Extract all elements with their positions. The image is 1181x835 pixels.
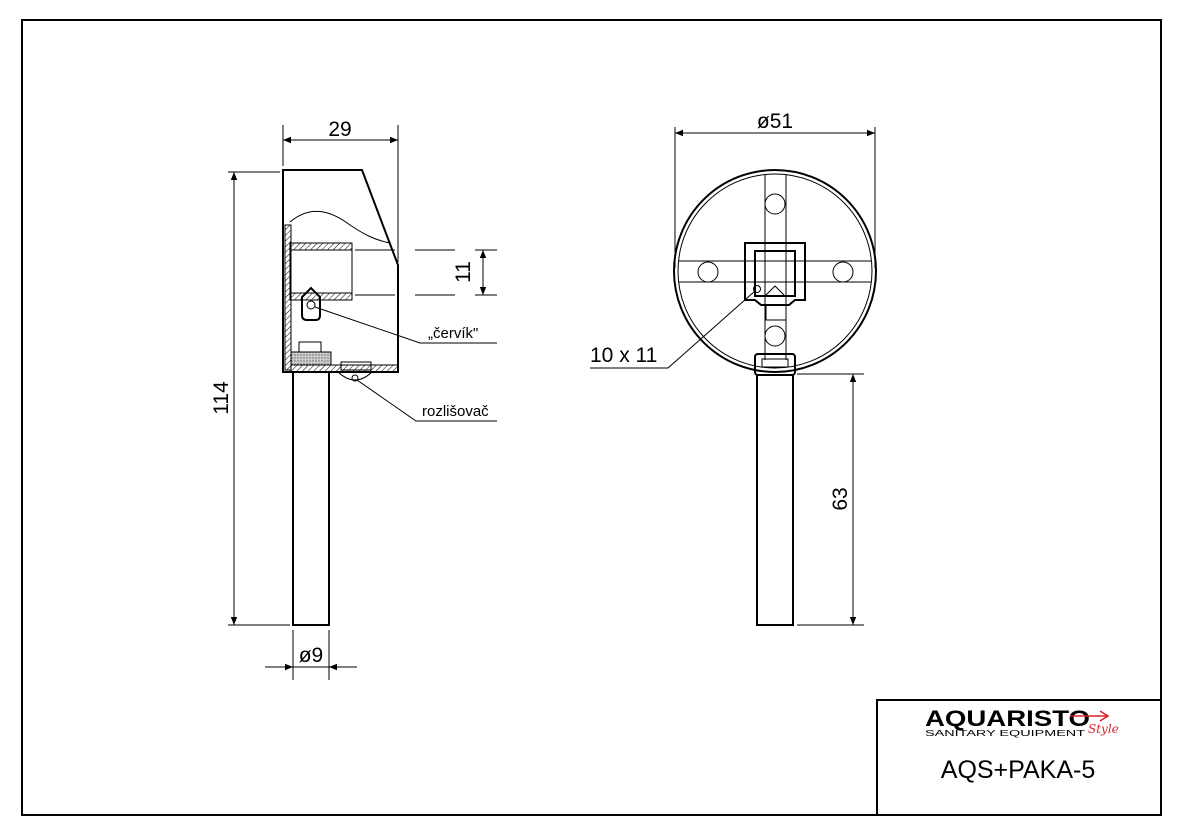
dim-height-114: 114 [210, 381, 233, 415]
dim-stem-diameter: ø9 [299, 644, 324, 667]
logo-main: AQUARISTO [925, 706, 1090, 731]
drawing-frame [21, 19, 1162, 816]
lever-stem [292, 371, 330, 626]
disc-outer [673, 169, 877, 373]
front-view-dimensions: ø51 63 10 x 11 [590, 110, 876, 626]
front-view [673, 169, 877, 626]
insert-block [290, 351, 332, 366]
section-break-line [289, 210, 391, 244]
side-view [282, 169, 399, 626]
set-screw-hole [306, 300, 316, 310]
set-screw [301, 286, 321, 321]
upper-plate-section [289, 242, 353, 251]
square-socket-outer [744, 242, 806, 306]
hole-top [764, 193, 786, 215]
leader-square [590, 290, 756, 369]
square-socket-inner [754, 250, 796, 297]
indicator-point [351, 374, 359, 382]
logo-arrow-icon [1070, 710, 1110, 722]
title-block: AQUARISTO SANITARY EQUIPMENT Style AQS+P… [876, 699, 1162, 816]
callout-set-screw: „červík" [428, 325, 478, 342]
disc-inner [677, 173, 873, 369]
dim-disc-diameter: ø51 [757, 110, 793, 133]
hole-right [832, 261, 854, 283]
logo-script: Style [1088, 722, 1119, 736]
callout-indicator: rozlišovač [422, 403, 489, 420]
leader-indicator [356, 379, 497, 422]
indicator-cap [340, 361, 372, 371]
dim-stem-length: 63 [829, 487, 852, 510]
indicator-dome [337, 371, 373, 381]
dim-width-29: 29 [328, 118, 351, 141]
base-plate-section [290, 364, 399, 373]
handle-body-outline [282, 169, 399, 373]
socket-reference-point [753, 285, 761, 293]
dim-square-socket: 10 x 11 [590, 344, 657, 367]
socket-cavity [289, 249, 353, 294]
aquaristo-logo: AQUARISTO SANITARY EQUIPMENT Style [925, 706, 1119, 738]
hole-bottom [764, 325, 786, 347]
insert-screw [298, 341, 322, 353]
front-lever-stem [756, 374, 794, 626]
socket-screw-tip [765, 285, 785, 296]
part-code: AQS+PAKA-5 [941, 756, 1095, 784]
side-view-dimensions: 29 114 11 ø9 „červík" rozlišovač [210, 118, 497, 680]
leader-set-screw [314, 306, 497, 344]
hole-left [697, 261, 719, 283]
dim-gap-11: 11 [452, 261, 475, 283]
logo-sub: SANITARY EQUIPMENT [925, 729, 1085, 738]
